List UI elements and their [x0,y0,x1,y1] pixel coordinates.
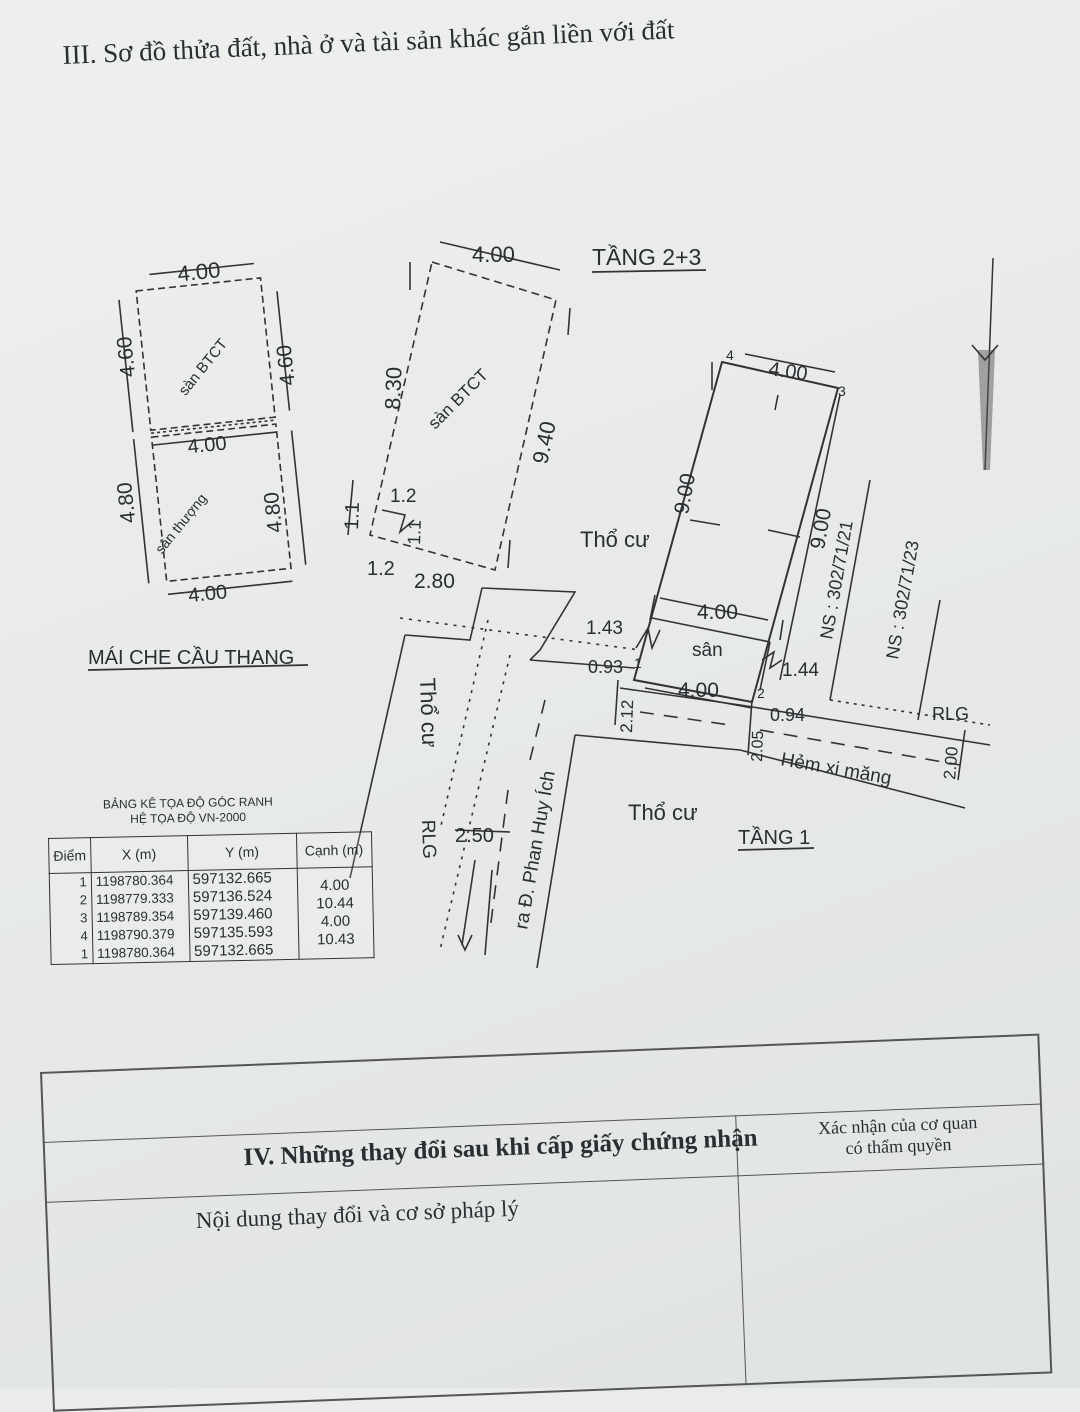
rlg-label-right: RLG [932,704,969,724]
changes-table-frame [40,1033,1053,1412]
lane-depth-left: 2.12 [617,699,637,733]
offset-left-bottom: 0.93 [588,657,623,677]
floor1-left-length: 9.00 [670,472,700,516]
coord-y-value: 597132.665 [193,941,274,960]
floor23-right-length: 9.40 [527,419,560,466]
coord-edge-value: 4.00 [319,876,350,895]
offset-right-top: 1.44 [782,660,819,681]
coord-y-value: 597136.524 [192,887,273,906]
floor23-drawing: 4.00 8.30 9.40 sàn BTCT 1.1 1.2 1.1 1.2 … [341,241,571,593]
floor23-left-length: 8.30 [380,366,406,410]
coord-header-point: Điểm [48,837,91,874]
coord-header-y: Y (m) [187,833,297,871]
coord-edge-value: 10.43 [316,930,355,949]
coord-body-row: 1 2 3 4 1 1198780.364 1198779.333 119878… [49,866,374,965]
floor1-plot [349,257,999,969]
coordinate-table: Điểm X (m) Y (m) Cạnh (m) 1 2 3 4 1 1198… [48,831,375,965]
coord-x-value: 1198780.364 [96,944,176,961]
roof-right-upper-length: 4.60 [273,344,300,387]
floor23-step-right: 1.1 [404,519,425,545]
yard-width: 4.00 [697,601,738,624]
floor1-top-width: 4.00 [767,358,809,385]
coord-y-value: 597135.593 [193,923,274,942]
coord-x-value: 1198790.379 [96,926,175,943]
point-3: 3 [838,383,846,399]
coord-point: 2 [79,892,88,908]
floor23-top-width: 4.00 [472,242,515,267]
floor1-right-length: 9.00 [806,507,836,551]
offset-right-bottom: 0.94 [770,705,805,725]
floor1-caption: TẦNG 1 [738,826,810,849]
floor23-slab-label: sàn BTCT [424,365,492,433]
coord-x-value: 1198779.333 [95,890,174,908]
coord-x-value: 1198780.364 [95,872,174,890]
road-width: 2.50 [455,825,494,847]
roof-stair-drawing: 4.00 4.00 4.00 4.60 4.80 4.60 4.80 sàn B… [113,257,307,607]
residential-label-top: Thổ cư [580,527,650,552]
roof-left-upper-length: 4.60 [113,335,140,378]
floor23-step-top: 1.2 [390,486,416,507]
lane-depth-right: 2.00 [940,746,962,781]
floor23-caption: TẦNG 2+3 [592,243,701,270]
coord-x-cell: 1198780.364 1198779.333 1198789.354 1198… [90,870,190,964]
point-4: 4 [726,347,734,363]
roof-top-width: 4.00 [176,257,221,286]
point-2: 2 [757,685,765,701]
road-label: ra Đ. Phan Huy Ích [511,769,560,931]
coord-y-value: 597132.665 [192,869,272,888]
coord-point: 1 [80,946,89,962]
yard-label: sân [692,640,723,661]
neighbor-23-label: NS : 302/71/23 [882,539,923,661]
offset-left-top: 1.43 [586,618,623,639]
coord-edge-value: 10.44 [316,894,355,913]
point-1: 1 [634,655,642,671]
floor23-step-left: 1.1 [341,502,364,531]
frontage-width: 4.00 [678,679,719,702]
coord-y-cell: 597132.665 597136.524 597139.460 597135.… [187,868,299,962]
changes-table: IV. Những thay đổi sau khi cấp giấy chứn… [40,1033,1053,1412]
coord-table-title: BẢNG KÊ TỌA ĐỘ GÓC RANH HỆ TỌA ĐỘ VN-200… [88,794,288,827]
coord-x-value: 1198789.354 [96,908,175,926]
coord-header-x: X (m) [90,835,188,873]
floor23-bottom-left: 1.2 [367,558,395,580]
coord-point: 4 [80,928,88,944]
roof-caption: MÁI CHE CẦU THANG [88,646,294,669]
roof-slab-label: sàn BTCT [175,336,231,399]
coord-edge-value: 4.00 [320,912,351,931]
floor23-bottom-right: 2.80 [414,570,455,593]
coord-points-cell: 1 2 3 4 1 [49,872,93,965]
lane-label: Hẻm xi măng [779,749,893,789]
roof-right-lower-length: 4.80 [260,491,287,534]
coord-point: 3 [79,910,88,926]
coord-point: 1 [79,874,87,890]
lane-depth-mid: 2.05 [749,730,767,762]
rlg-label-left: RLG [417,819,439,859]
roof-left-lower-length: 4.80 [113,481,140,524]
roof-bottom-width: 4.00 [187,581,228,607]
coord-header-edge: Cạnh (m) [296,831,372,869]
residential-label-left: Thổ cư [415,677,442,748]
roof-mid-width: 4.00 [187,432,228,458]
residential-label-bottom: Thổ cư [628,800,698,825]
coord-edge-cell: 4.00 10.44 4.00 10.43 [296,866,374,960]
coord-y-value: 597139.460 [193,905,273,924]
